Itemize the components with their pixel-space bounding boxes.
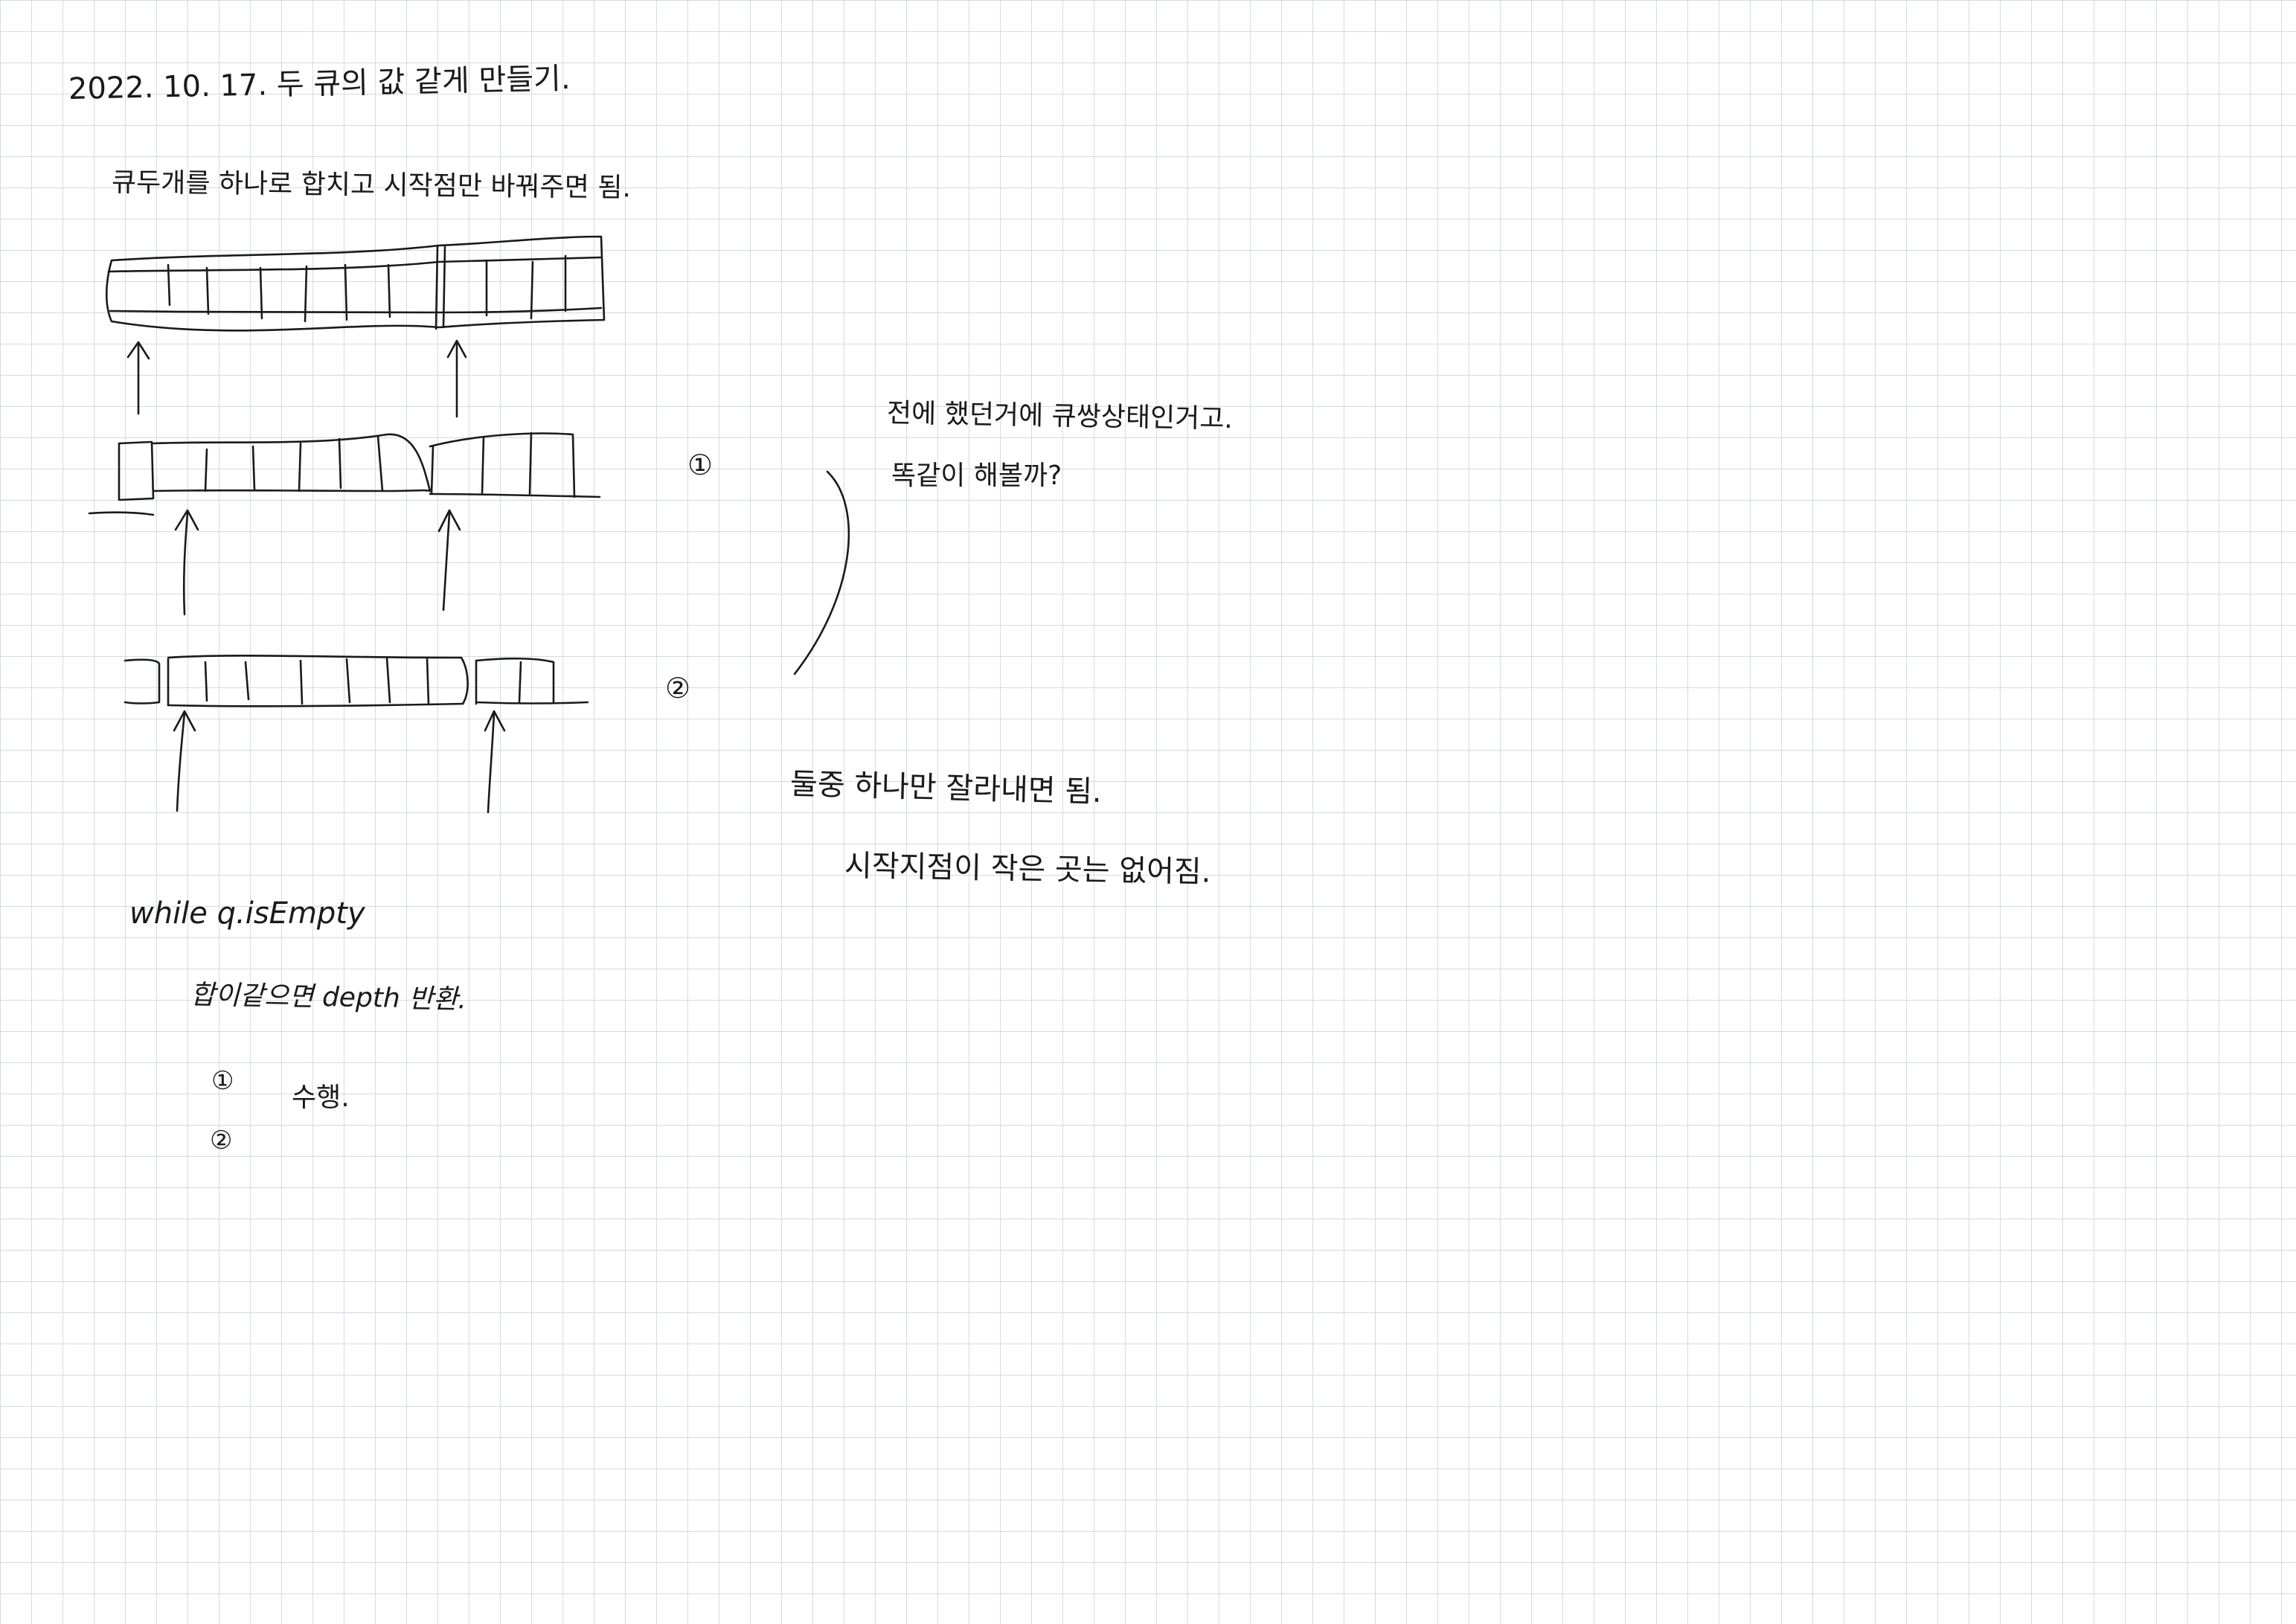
combined-queue-strip	[105, 235, 606, 332]
idea-line: 큐두개를 하나로 합치고 시작점만 바꿔주면 됨.	[111, 167, 632, 204]
side-note-2: 똑같이 해볼까?	[891, 460, 1062, 491]
diagram-marker-2: ②	[665, 672, 691, 705]
loop-line: while q.isEmpty	[129, 896, 365, 931]
side-note-3: 둘중 하나만 잘라내면 됨.	[789, 767, 1103, 809]
queue-row-1	[118, 440, 155, 501]
queue-row-2	[124, 658, 161, 705]
diagram-marker-1: ①	[687, 449, 714, 481]
loop-condition: 합이같으면 depth 반환.	[190, 980, 467, 1015]
step-text: 수행.	[292, 1082, 350, 1113]
side-note-1: 전에 했던거에 큐쌍상태인거고.	[886, 398, 1234, 435]
side-note-4: 시작지점이 작은 곳는 없어짐.	[844, 849, 1211, 890]
step-marker-2: ②	[210, 1126, 233, 1155]
step-marker-1: ①	[211, 1066, 234, 1096]
grouping-bracket	[793, 470, 850, 675]
